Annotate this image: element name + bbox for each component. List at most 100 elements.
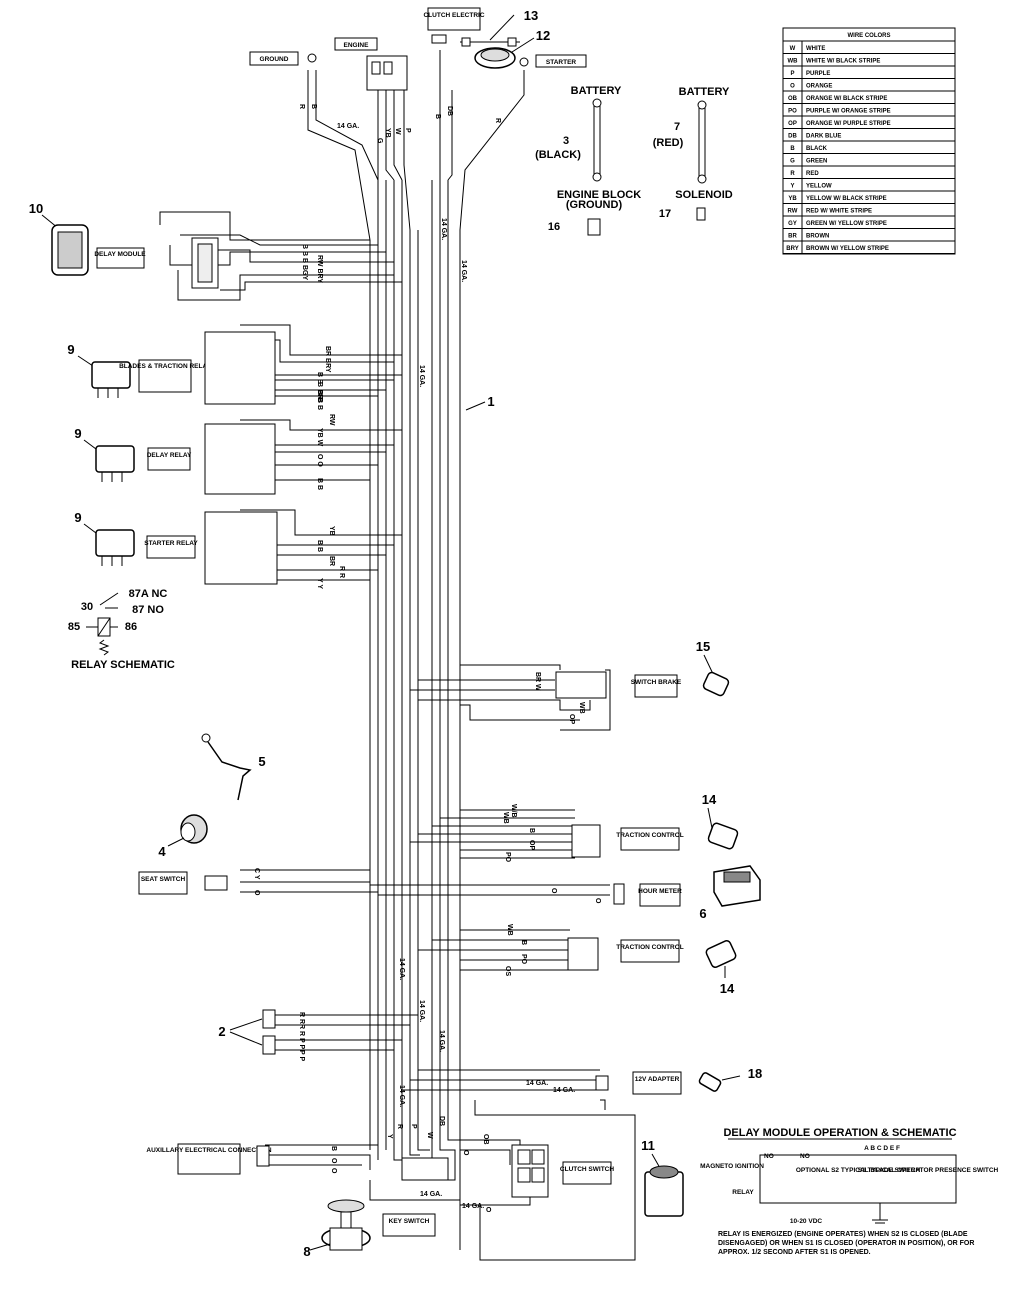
wire-color-code: R — [790, 171, 795, 177]
delay-relay: 9 DELAY RELAY — [74, 423, 276, 495]
callout-2: 2 — [218, 1024, 225, 1039]
part-5-harness: 5 — [201, 733, 266, 801]
wire-color-name: PURPLE W/ ORANGE STRIPE — [806, 109, 891, 115]
wire-color-code: RW — [788, 209, 798, 215]
starter-label: STARTER — [546, 59, 577, 66]
wire-color-name: GREEN — [806, 159, 827, 165]
wire-color-name: BROWN W/ YELLOW STRIPE — [806, 246, 889, 252]
wire-tag: YB W — [316, 428, 323, 447]
wire-tag: O — [330, 1158, 337, 1164]
callout-3: 3 — [563, 135, 569, 147]
wire-color-code: WB — [788, 59, 799, 65]
aux-connection: AUXILLARY ELECTRICAL CONNECTION — [146, 1143, 272, 1175]
wire-color-code: BR — [788, 234, 797, 240]
wire-tag: R — [396, 1124, 403, 1129]
wire-tag: B — [434, 114, 441, 119]
wire-color-name: ORANGE — [806, 84, 832, 90]
callout-1: 1 — [487, 394, 494, 409]
wire-tag: O — [486, 1207, 492, 1214]
wire-tag: O — [253, 890, 260, 896]
gauge-label-12: 14 GA. — [462, 1203, 484, 1210]
pin-87: 87 NO — [132, 604, 164, 616]
wire-tag: O — [330, 1168, 337, 1174]
battery-red: BATTERY 7 (RED) — [653, 86, 730, 184]
callout-16: 16 — [548, 221, 560, 233]
wire-tag: R R — [298, 1012, 305, 1024]
wire-color-code: YB — [788, 196, 797, 202]
vdc-label: 10-20 VDC — [790, 1218, 822, 1225]
traction-control-1: TRACTION CONTROL 14 — [571, 792, 739, 858]
no-label-1: NO — [764, 1153, 774, 1160]
gauge-label-11: 14 GA. — [420, 1191, 442, 1198]
adapter-12v: 12V ADAPTER 18 — [595, 1066, 762, 1095]
blades-traction-relay: 9 BLADES & TRACTION RELAY — [67, 331, 276, 405]
wire-color-name: DARK BLUE — [806, 134, 841, 140]
engine-block-ground-label: (GROUND) — [566, 199, 623, 211]
callout-10: 10 — [29, 201, 43, 216]
wire-tag: WB — [502, 812, 509, 824]
callout-12: 12 — [536, 28, 550, 43]
ground-label: GROUND — [260, 56, 289, 63]
wire-color-code: OP — [788, 121, 797, 127]
wire-color-name: BROWN — [806, 234, 829, 240]
wire-tag: RW — [328, 414, 335, 426]
callout-9c: 9 — [74, 510, 81, 525]
adapter-12v-label: 12V ADAPTER — [635, 1076, 680, 1083]
wire-tag: DB — [438, 1116, 445, 1126]
wire-color-code: DB — [788, 134, 797, 140]
wire-tag: P P — [298, 1038, 305, 1049]
wire-color-name: YELLOW — [806, 184, 832, 190]
wire-tag: B B — [316, 398, 323, 410]
wire-tag: C Y — [253, 868, 260, 880]
engine-block-ground: ENGINE BLOCK (GROUND) 16 — [548, 189, 641, 236]
delay-module-note: RELAY IS ENERGIZED (ENGINE OPERATES) WHE… — [718, 1231, 975, 1256]
callout-14a: 14 — [702, 792, 717, 807]
brake-switch: SWITCH BRAKE 15 — [555, 639, 730, 699]
wire-color-code: GY — [788, 221, 797, 227]
battery-black-label: BATTERY — [571, 85, 622, 97]
callout-9a: 9 — [67, 342, 74, 357]
wire-color-name: RED — [806, 171, 819, 177]
callout-13: 13 — [524, 8, 538, 23]
delay-module: 10 DELAY MODULE — [29, 201, 219, 289]
wire-tag: R R — [298, 1024, 305, 1036]
callout-17: 17 — [659, 208, 671, 220]
engine-label: ENGINE — [344, 42, 370, 49]
wire-tag: RW BRY — [316, 255, 323, 283]
gauge-label-9: 14 GA. — [526, 1080, 548, 1087]
wire-color-name: ORANGE W/ BLACK STRIPE — [806, 96, 887, 102]
key-switch: KEY SWITCH 8 — [303, 1157, 449, 1259]
solenoid-label: SOLENOID — [675, 189, 733, 201]
wire-color-code: B — [790, 146, 795, 152]
delay-relay-label: DELAY RELAY — [147, 452, 192, 459]
solenoid: SOLENOID 17 — [659, 189, 733, 221]
wire-tag: O O — [316, 454, 323, 467]
wire-tag: BR W — [534, 672, 541, 691]
wire-tag: B B — [301, 244, 308, 256]
wire-tag: W — [394, 128, 401, 135]
wire-color-code: P — [790, 71, 794, 77]
wire-color-code: PO — [788, 109, 797, 115]
engine-block-label: ENGINE BLOCK — [557, 189, 641, 201]
callout-8: 8 — [303, 1244, 310, 1259]
wire-tag: B B — [316, 372, 323, 384]
wire-tag: GY — [301, 270, 308, 280]
starter-relay: 9 STARTER RELAY — [74, 510, 278, 585]
wire-tag: W/B — [510, 804, 517, 818]
seat-switch: SEAT SWITCH — [138, 871, 228, 895]
wire-tag: O — [594, 898, 601, 904]
clutch-switch: CLUTCH SWITCH — [511, 1144, 614, 1198]
wire-color-code: OB — [788, 96, 798, 102]
wire-tag: YB — [328, 526, 335, 536]
clutch-switch-label: CLUTCH SWITCH — [560, 1166, 614, 1173]
hour-meter-label: HOUR METER — [638, 888, 682, 895]
callout-11: 11 — [641, 1138, 655, 1153]
wire-tag: Y — [386, 1134, 393, 1139]
wire-color-name: ORANGE W/ PURPLE STRIPE — [806, 121, 891, 127]
battery-black: BATTERY 3 (BLACK) — [535, 85, 622, 182]
no-label-2: NO — [800, 1153, 810, 1160]
gauge-label-4: 14 GA. — [418, 365, 425, 387]
delay-module-pins: A B C D E F — [864, 1145, 900, 1152]
callout-7: 7 — [674, 121, 680, 133]
traction-control-1-label: TRACTION CONTROL — [616, 832, 684, 839]
